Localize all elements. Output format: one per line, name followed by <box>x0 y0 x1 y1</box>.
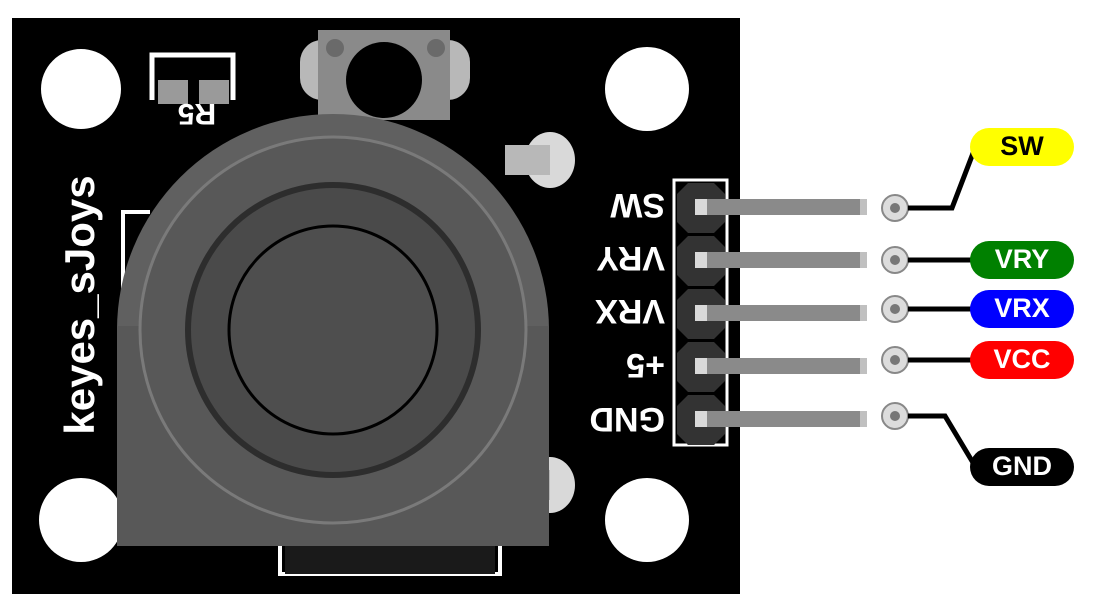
mounting-holes <box>37 45 689 562</box>
wire-labels: SW VRY VRX VCC GND <box>970 128 1074 486</box>
board-name: keyes_sJoys <box>56 175 103 434</box>
mounting-hole-bottom-right <box>605 478 689 562</box>
mounting-hole-bottom-left <box>39 478 123 562</box>
tag-sw-text: SW <box>1000 131 1044 161</box>
resistor-label: R5 <box>178 97 216 130</box>
joystick-knob[interactable] <box>117 114 549 546</box>
tag-vcc-text: VCC <box>993 344 1050 374</box>
pin-labels: SW VRY VRX +5 GND <box>589 186 665 438</box>
terminal <box>881 246 909 274</box>
tag-sw: SW <box>970 128 1074 166</box>
tag-vry-text: VRY <box>995 244 1050 274</box>
resistor-r5 <box>149 52 236 104</box>
pin-label-vrx: VRX <box>595 292 665 330</box>
terminal <box>881 295 909 323</box>
tag-vry: VRY <box>970 241 1074 279</box>
terminals <box>881 194 909 430</box>
pin-leads <box>695 199 867 427</box>
tag-vcc: VCC <box>970 341 1074 379</box>
push-switch <box>300 30 470 120</box>
pin-label-vry: VRY <box>596 239 665 277</box>
pin-label-plus5: +5 <box>626 346 665 384</box>
terminal <box>881 346 909 374</box>
wire-gnd <box>908 413 978 468</box>
tag-vrx-text: VRX <box>994 293 1050 323</box>
mounting-hole-top-right <box>605 47 689 131</box>
pin-label-gnd: GND <box>589 400 665 438</box>
mounting-hole-top-left <box>37 45 125 133</box>
terminal <box>881 402 909 430</box>
wire-sw <box>908 147 978 211</box>
wires <box>908 147 978 468</box>
tag-vrx: VRX <box>970 290 1074 328</box>
tag-gnd: GND <box>970 448 1074 486</box>
tag-gnd-text: GND <box>992 451 1052 481</box>
terminal <box>881 194 909 222</box>
pin-label-sw: SW <box>609 186 665 224</box>
